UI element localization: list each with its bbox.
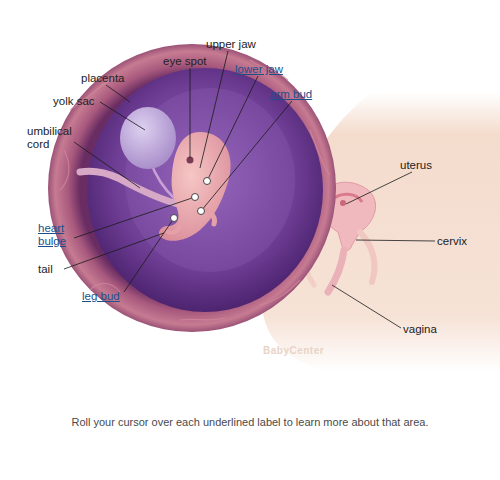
part-label: lower jaw (235, 63, 305, 76)
part-label: eye spot (163, 55, 223, 68)
watermark: BabyCenter (263, 344, 343, 357)
part-label: tail (38, 263, 78, 276)
part-label: placenta (81, 72, 141, 85)
caption: Roll your cursor over each underlined la… (0, 416, 500, 428)
part-label: uterus (400, 159, 450, 172)
part-label: vagina (403, 323, 453, 336)
part-label: heart bulge (38, 222, 78, 248)
part-label: yolk sac (53, 95, 113, 108)
part-label: upper jaw (206, 38, 276, 51)
part-label: umbilical cord (27, 125, 79, 151)
part-label: cervix (437, 235, 487, 248)
part-label: arm bud (270, 88, 330, 101)
part-label: leg bud (82, 290, 132, 303)
